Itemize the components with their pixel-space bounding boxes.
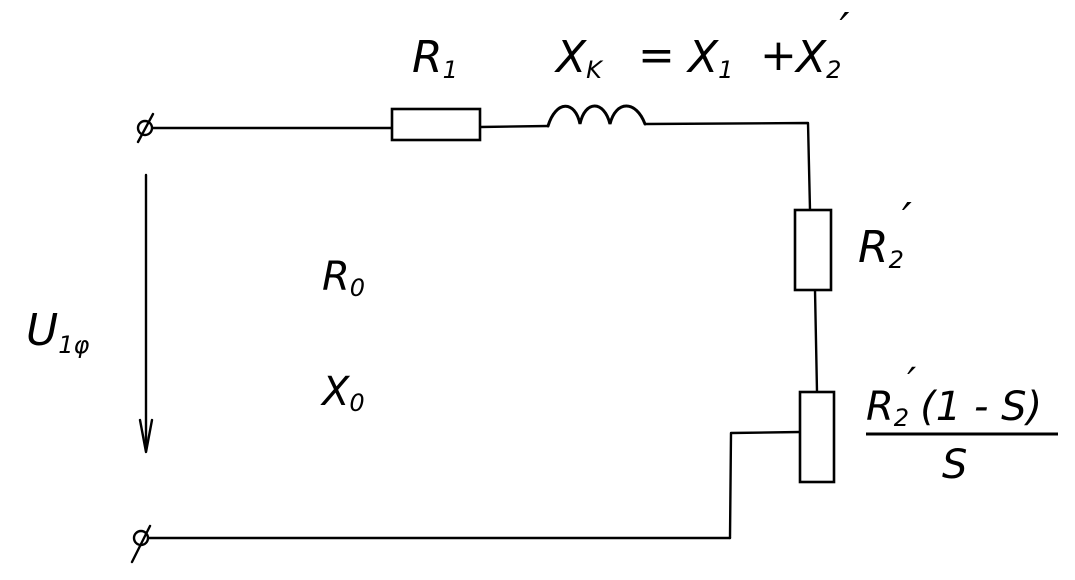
voltage-arrow [138, 173, 154, 454]
label-r1: R1 [412, 32, 458, 84]
load-branch-wire [728, 430, 802, 540]
label-r2-prime: R2′ [858, 194, 912, 274]
label-plus: + [760, 30, 797, 81]
label-x1: X1 [686, 32, 733, 84]
label-u1phi: U1φ [26, 305, 89, 359]
label-load-numerator: R2′(1 - S) [866, 360, 1042, 432]
input-terminal-top [136, 112, 155, 144]
label-equals: = [638, 30, 675, 81]
right-wire-mid [813, 288, 819, 394]
label-load-fraction: R2′(1 - S) S [866, 360, 1058, 488]
top-wire-mid [478, 124, 550, 129]
inductor-xk [546, 104, 647, 128]
resistor-load [798, 390, 836, 484]
resistor-r2-prime [793, 208, 833, 292]
top-wire-right [643, 121, 812, 212]
resistor-r1 [390, 107, 482, 142]
input-terminal-bottom [130, 524, 152, 564]
label-xk: XK [554, 32, 604, 84]
label-r0: R0 [322, 254, 365, 302]
label-load-denominator: S [942, 442, 967, 488]
label-x2-prime: X2′ [794, 4, 849, 84]
label-x0: X0 [320, 369, 365, 417]
